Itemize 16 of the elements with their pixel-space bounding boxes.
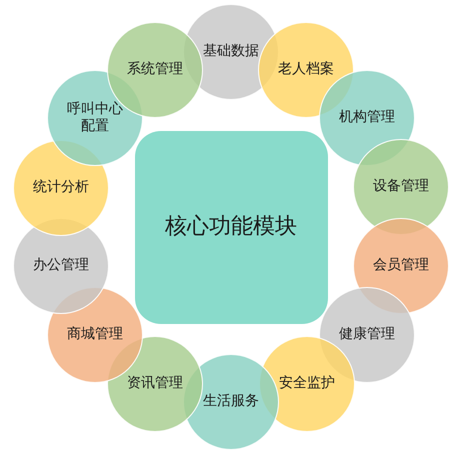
module-label: 设备管理: [373, 178, 429, 196]
module-label: 呼叫中心配置: [66, 100, 124, 136]
module-label: 生活服务: [203, 393, 259, 411]
module-label: 会员管理: [373, 257, 429, 275]
module-label: 统计分析: [33, 179, 89, 197]
module-label: 安全监护: [279, 375, 335, 393]
module-label: 健康管理: [339, 326, 395, 344]
core-module-panel: [134, 130, 328, 324]
module-label: 商城管理: [67, 326, 123, 344]
module-label: 办公管理: [33, 257, 89, 275]
core-module-title: 核心功能模块: [165, 213, 297, 241]
module-label: 系统管理: [127, 61, 183, 79]
module-label: 老人档案: [278, 61, 334, 79]
module-label: 机构管理: [339, 109, 395, 127]
module-label: 资讯管理: [127, 375, 183, 393]
module-label: 基础数据: [203, 43, 259, 61]
